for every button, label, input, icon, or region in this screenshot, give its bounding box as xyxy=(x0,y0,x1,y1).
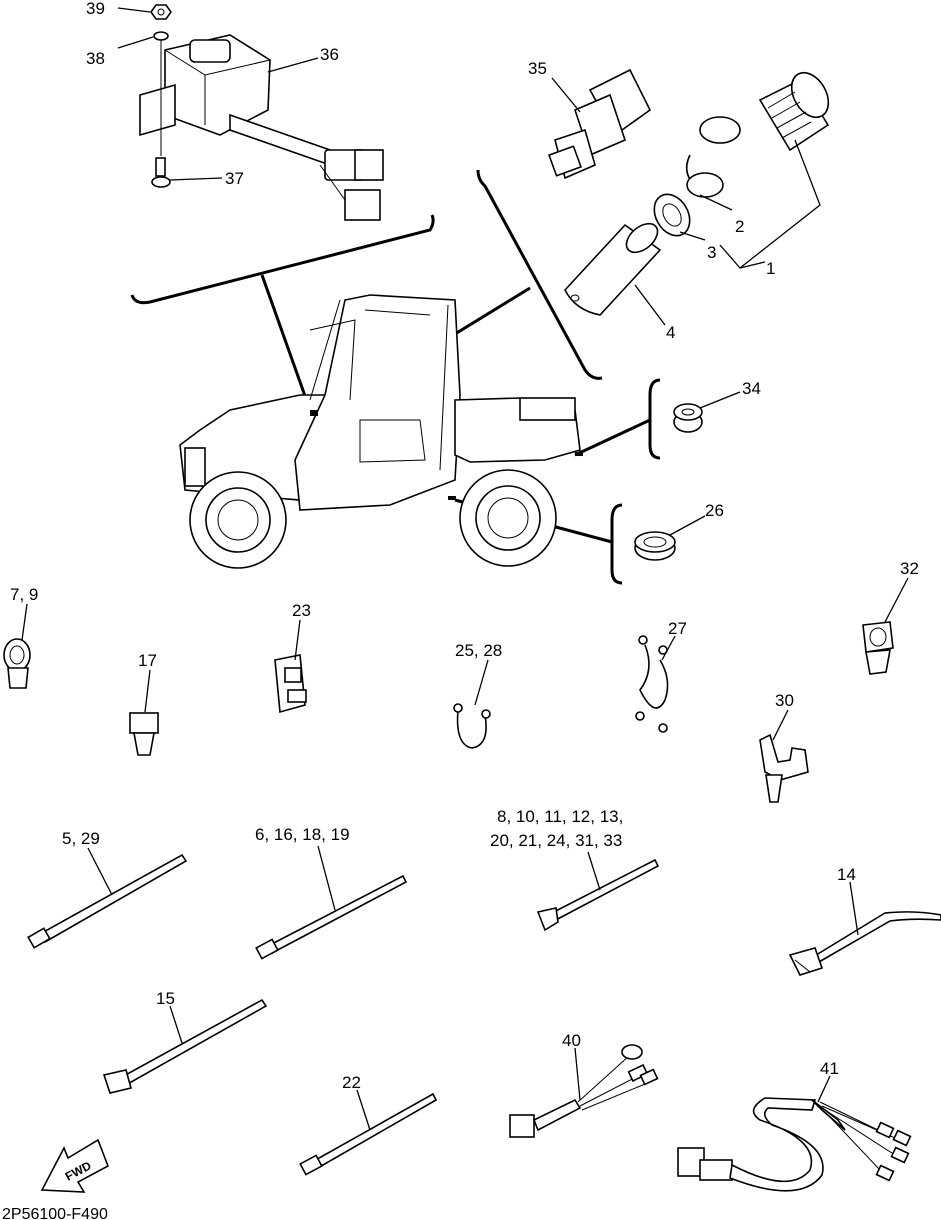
label-3: 3 xyxy=(707,243,716,262)
label-15: 15 xyxy=(156,989,175,1008)
clamp-7-9 xyxy=(3,638,31,689)
leader-1-bracket xyxy=(719,139,821,269)
clamp-25-28 xyxy=(453,703,491,749)
leader-30 xyxy=(772,709,789,741)
leader-26 xyxy=(669,515,706,536)
label-4: 4 xyxy=(666,323,675,342)
relay-assembly-36 xyxy=(139,34,384,221)
utility-vehicle xyxy=(179,294,583,569)
leader-34 xyxy=(699,391,741,409)
leader-17 xyxy=(144,669,151,713)
lead-harness-41 xyxy=(677,1097,912,1192)
label-37: 37 xyxy=(225,169,244,188)
leader-2 xyxy=(699,194,733,211)
label-8-row2: 20, 21, 24, 31, 33 xyxy=(490,831,622,850)
callout-bracket-26 xyxy=(610,503,623,585)
label-8-row1: 8, 10, 11, 12, 13, xyxy=(497,807,623,826)
nut-39 xyxy=(150,4,172,20)
leader-6-16-18-19 xyxy=(317,845,336,911)
label-38: 38 xyxy=(86,49,105,68)
label-17: 17 xyxy=(138,651,157,670)
label-40: 40 xyxy=(562,1031,581,1050)
sensor-35 xyxy=(547,68,652,180)
leader-36 xyxy=(267,57,319,73)
label-34: 34 xyxy=(742,379,761,398)
cable-tie-5-29 xyxy=(27,853,188,949)
callout-bracket-sockets xyxy=(476,169,603,380)
leader-3 xyxy=(679,231,706,241)
cable-tie-6-16-18-19 xyxy=(255,874,408,960)
label-39: 39 xyxy=(86,0,105,18)
leader-23 xyxy=(294,619,301,661)
leader-25-28 xyxy=(474,659,489,706)
label-5-29: 5, 29 xyxy=(62,829,100,848)
nut-3 xyxy=(653,193,691,237)
label-2: 2 xyxy=(735,217,744,236)
boot-4 xyxy=(564,222,662,316)
cable-tie-14 xyxy=(788,911,941,976)
callout-bracket-36 xyxy=(130,214,435,305)
leader-14 xyxy=(849,881,859,936)
label-30: 30 xyxy=(775,691,794,710)
leader-4 xyxy=(634,284,666,326)
label-32: 32 xyxy=(900,559,919,578)
leader-27 xyxy=(661,635,676,661)
leader-38 xyxy=(117,36,154,49)
pointer-36 xyxy=(260,274,312,411)
clip-30 xyxy=(759,733,809,803)
label-27: 27 xyxy=(668,619,687,638)
leader-41 xyxy=(817,1075,831,1103)
clip-17 xyxy=(129,712,159,756)
clamp-27 xyxy=(635,635,669,733)
callout-bracket-34 xyxy=(648,378,661,460)
leader-39 xyxy=(117,7,151,13)
bolt-37 xyxy=(151,157,171,188)
cable-tie-15 xyxy=(102,998,268,1094)
leader-5-29 xyxy=(87,847,113,896)
cable-tie-8-group xyxy=(536,858,660,932)
bracket-23 xyxy=(274,654,307,714)
leader-15 xyxy=(169,1005,183,1044)
leader-1 xyxy=(739,261,766,269)
washer-38 xyxy=(153,31,169,41)
label-23: 23 xyxy=(292,601,311,620)
label-26: 26 xyxy=(705,501,724,520)
pointer-34 xyxy=(574,418,651,457)
leader-22 xyxy=(356,1089,371,1131)
leader-32 xyxy=(884,577,909,623)
leader-7-9 xyxy=(21,603,28,641)
cable-tie-22 xyxy=(299,1092,438,1176)
label-35: 35 xyxy=(528,59,547,78)
label-7-9: 7, 9 xyxy=(10,585,38,604)
label-36: 36 xyxy=(320,45,339,64)
label-6-16-18-19: 6, 16, 18, 19 xyxy=(255,825,350,844)
clip-32 xyxy=(862,621,894,675)
leader-35 xyxy=(551,77,581,113)
label-25-28: 25, 28 xyxy=(455,641,502,660)
label-14: 14 xyxy=(837,865,856,884)
lead-harness-40 xyxy=(509,1044,659,1138)
label-41: 41 xyxy=(820,1059,839,1078)
label-22: 22 xyxy=(342,1073,361,1092)
grommet-34 xyxy=(673,403,703,433)
socket-cap-2 xyxy=(685,116,741,198)
leader-8-group xyxy=(587,851,601,891)
fwd-arrow-icon: FWD xyxy=(40,1138,110,1193)
drawing-code: 2P56100-F490 xyxy=(2,1206,108,1220)
socket-body-1 xyxy=(758,71,830,152)
leader-40 xyxy=(574,1047,581,1101)
label-1: 1 xyxy=(766,259,775,278)
leader-37 xyxy=(169,177,223,181)
grommet-26 xyxy=(634,531,676,561)
